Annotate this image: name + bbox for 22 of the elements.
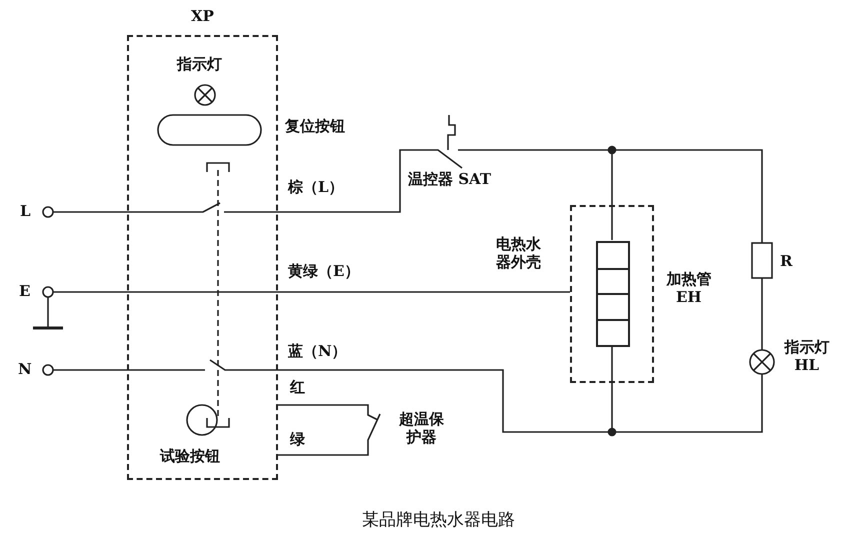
component-label: 复位按钮 <box>285 117 345 135</box>
terminal-label: E <box>19 282 30 300</box>
component-label: R <box>780 252 792 270</box>
wire-label: 绿 <box>290 430 305 448</box>
component-label: 试验按钮 <box>160 447 220 465</box>
terminal-label: L <box>20 202 31 220</box>
terminal-label: N <box>18 360 32 378</box>
wire <box>42 286 127 298</box>
component-label: 指示灯 <box>177 55 222 73</box>
wire-label: 黄绿（E） <box>288 262 360 280</box>
component-label: 温控器 SAT <box>408 170 492 188</box>
enclosure-label: 电热水器外壳 <box>495 235 542 271</box>
enclosure-label: XP <box>191 7 214 25</box>
component-label: 指示灯 HL <box>783 338 830 374</box>
component-label: 加热管 EH <box>665 270 712 306</box>
wire-label: 蓝（N） <box>288 342 347 360</box>
wire <box>278 291 570 293</box>
wire-label: 红 <box>290 378 305 396</box>
heater-tube-box <box>596 241 630 347</box>
wire-label: 棕（L） <box>288 178 344 196</box>
component-label: 超温保护器 <box>398 410 444 446</box>
caption: 某品牌电热水器电路 <box>362 510 515 530</box>
